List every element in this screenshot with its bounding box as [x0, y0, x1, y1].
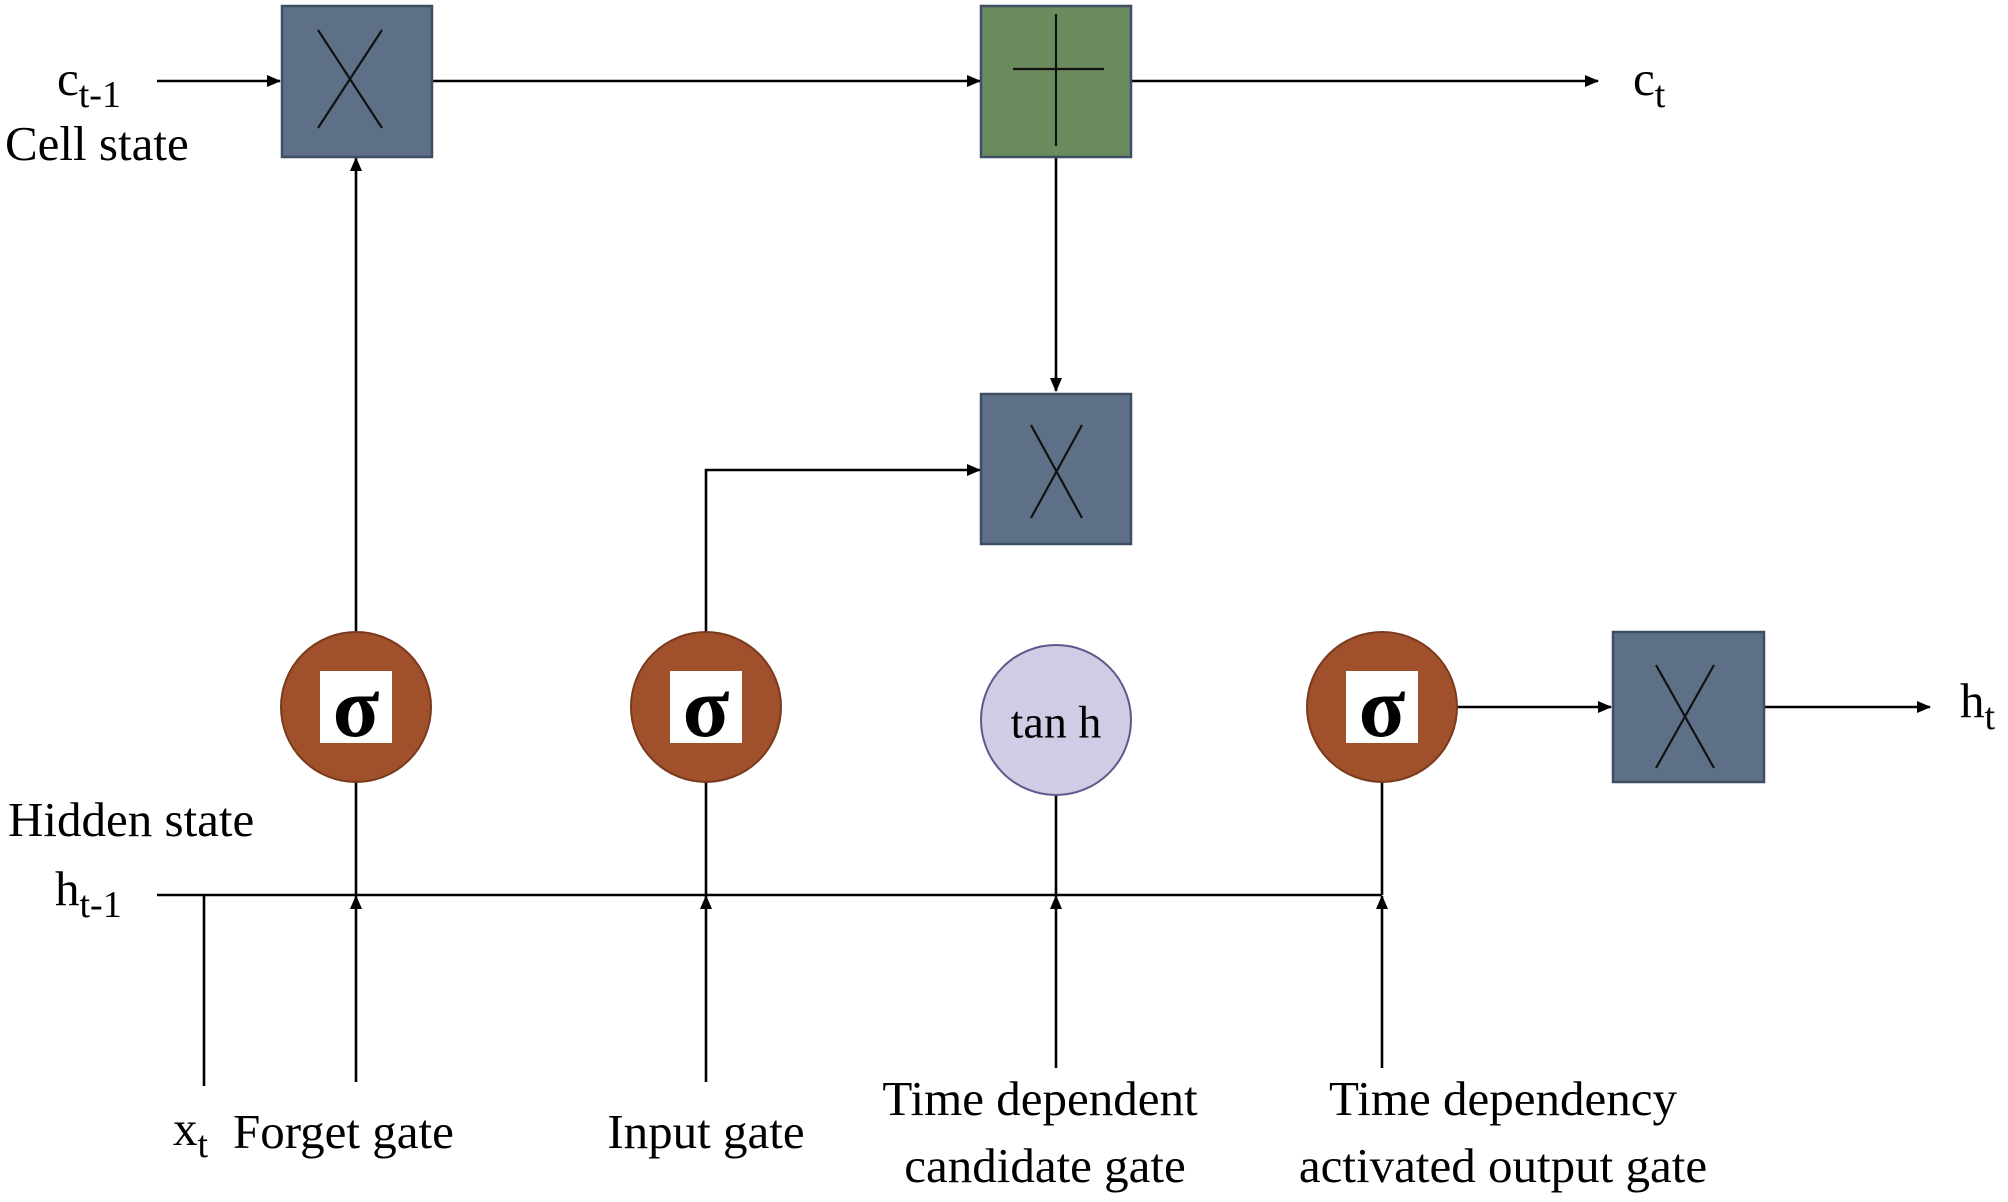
input-multiply-node — [979, 392, 1133, 546]
multiply-icon — [1655, 664, 1715, 769]
output-multiply-node — [1611, 630, 1766, 784]
h-prev-label: ht-1 — [55, 861, 122, 926]
input-gate-sigmoid: σ — [630, 631, 782, 783]
output-gate-sigmoid: σ — [1306, 631, 1458, 783]
output-gate-label-line1: Time dependency — [1329, 1071, 1677, 1126]
h-t-label: ht — [1960, 673, 1996, 738]
plus-icon — [1013, 14, 1104, 146]
candidate-gate-label-line1: Time dependent — [882, 1071, 1198, 1126]
input-gate-label: Input gate — [607, 1104, 804, 1159]
multiply-icon — [317, 29, 383, 129]
sigma-symbol: σ — [683, 659, 730, 755]
connectors — [157, 75, 1931, 1086]
candidate-gate-tanh: tan h — [980, 644, 1132, 796]
hidden-state-label: Hidden state — [8, 792, 254, 847]
cell-state-label: Cell state — [5, 116, 189, 171]
output-gate-label-line2: activated output gate — [1299, 1138, 1707, 1193]
candidate-gate-label-line2: candidate gate — [904, 1138, 1186, 1193]
c-t-label: ct — [1633, 51, 1666, 116]
add-node — [979, 4, 1133, 159]
sigma-symbol: σ — [1359, 659, 1406, 755]
arrow-input-sigmoid-to-multiply — [704, 464, 981, 632]
forget-gate-label: Forget gate — [233, 1104, 454, 1159]
x-t-label: xt — [173, 1101, 209, 1166]
forget-multiply-node — [280, 4, 434, 159]
forget-gate-sigmoid: σ — [280, 631, 432, 783]
tanh-label: tan h — [1011, 697, 1102, 748]
multiply-icon — [1030, 424, 1083, 519]
c-prev-label: ct-1 — [57, 51, 121, 116]
sigma-symbol: σ — [333, 659, 380, 755]
